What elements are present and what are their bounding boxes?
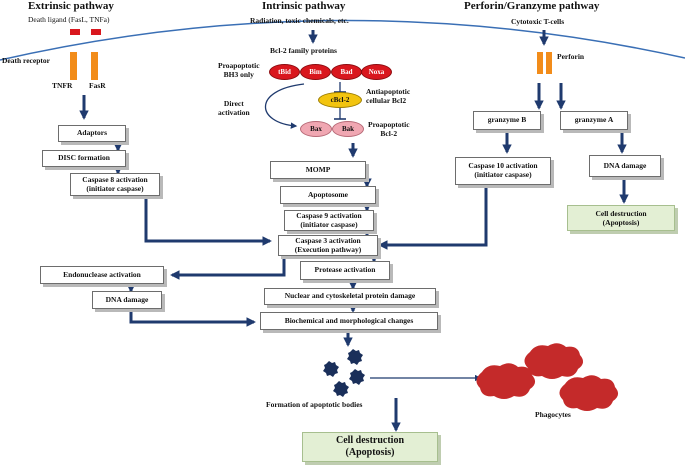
phagocyte-cell <box>559 375 619 411</box>
phagocytes-label: Phagocytes <box>535 410 571 419</box>
phagocytes <box>476 343 619 411</box>
perforin-pathway-title: Perforin/Granzyme pathway <box>464 0 600 12</box>
arrow <box>170 259 286 280</box>
death-ligand-marker <box>70 29 80 35</box>
disc-formation-box: DISC formation <box>42 150 126 167</box>
stimuli-label: Radiation, toxic chemicals, etc. <box>250 16 349 25</box>
nuclear-damage-box: Nuclear and cytoskeletal protein damage <box>264 288 436 305</box>
fasr-receptor <box>91 52 98 80</box>
noxa-protein: Noxa <box>361 64 392 80</box>
perforin-dna-damage-box: DNA damage <box>589 155 661 177</box>
caspase-3-box: Caspase 3 activation(Execution pathway) <box>278 235 378 256</box>
perforin-channel <box>537 52 543 74</box>
extrinsic-pathway-title: Extrinsic pathway <box>28 0 114 12</box>
direct-activation-arrow <box>264 83 305 129</box>
bad-protein: Bad <box>331 64 362 80</box>
tnfr-label: TNFR <box>52 81 73 90</box>
phagocyte-cell <box>476 363 536 399</box>
death-receptor-label: Death receptor <box>2 56 50 65</box>
granzyme-a-box: granzyme A <box>560 111 628 130</box>
bak-protein: Bak <box>332 121 364 137</box>
extrinsic-dna-damage-box: DNA damage <box>92 291 162 309</box>
apoptosome-box: Apoptosome <box>280 186 376 204</box>
arrow <box>129 310 256 327</box>
apoptotic-body <box>349 369 365 385</box>
arrow <box>378 186 488 250</box>
tbid-protein: tBid <box>269 64 300 80</box>
intrinsic-pathway-title: Intrinsic pathway <box>262 0 346 12</box>
phagocyte-cell <box>524 343 584 379</box>
fasr-label: FasR <box>89 81 106 90</box>
apoptotic-body <box>347 349 363 365</box>
caspase-10-box: Caspase 10 activation(initiator caspase) <box>455 157 551 185</box>
adaptors-box: Adaptors <box>58 125 126 142</box>
death-ligand-marker <box>91 29 101 35</box>
protease-activation-box: Protease activation <box>300 261 390 280</box>
caspase-8-box: Caspase 8 activation(initiator caspase) <box>70 173 160 196</box>
perforin-label: Perforin <box>557 52 585 61</box>
momp-box: MOMP <box>270 161 366 179</box>
bax-protein: Bax <box>300 121 332 137</box>
endonuclease-box: Endonuclease activation <box>40 266 164 284</box>
arrow <box>144 196 272 246</box>
caspase-9-box: Caspase 9 activation(initiator caspase) <box>284 210 374 231</box>
perforin-cell-destruction-box: Cell destruction(Apoptosis) <box>567 205 675 231</box>
cell-membrane <box>0 19 685 61</box>
apoptotic-body <box>323 361 339 377</box>
tnfr-receptor <box>70 52 77 80</box>
granzyme-b-box: granzyme B <box>473 111 541 130</box>
cbcl2-protein: cBcl-2 <box>318 92 362 108</box>
final-cell-destruction-box: Cell destruction(Apoptosis) <box>302 432 438 462</box>
apoptotic-bodies-label: Formation of apoptotic bodies <box>266 400 363 409</box>
apoptotic-bodies <box>323 349 365 397</box>
biochemical-changes-box: Biochemical and morphological changes <box>260 312 438 330</box>
perforin-channel <box>546 52 552 74</box>
apoptotic-body <box>333 381 349 397</box>
bcl2-family-label: Bcl-2 family proteins <box>270 46 337 55</box>
cytotoxic-tcells-label: Cytotoxic T-cells <box>511 17 565 26</box>
death-ligand-label: Death ligand (FasL, TNFa) <box>28 15 110 24</box>
bim-protein: Bim <box>300 64 331 80</box>
